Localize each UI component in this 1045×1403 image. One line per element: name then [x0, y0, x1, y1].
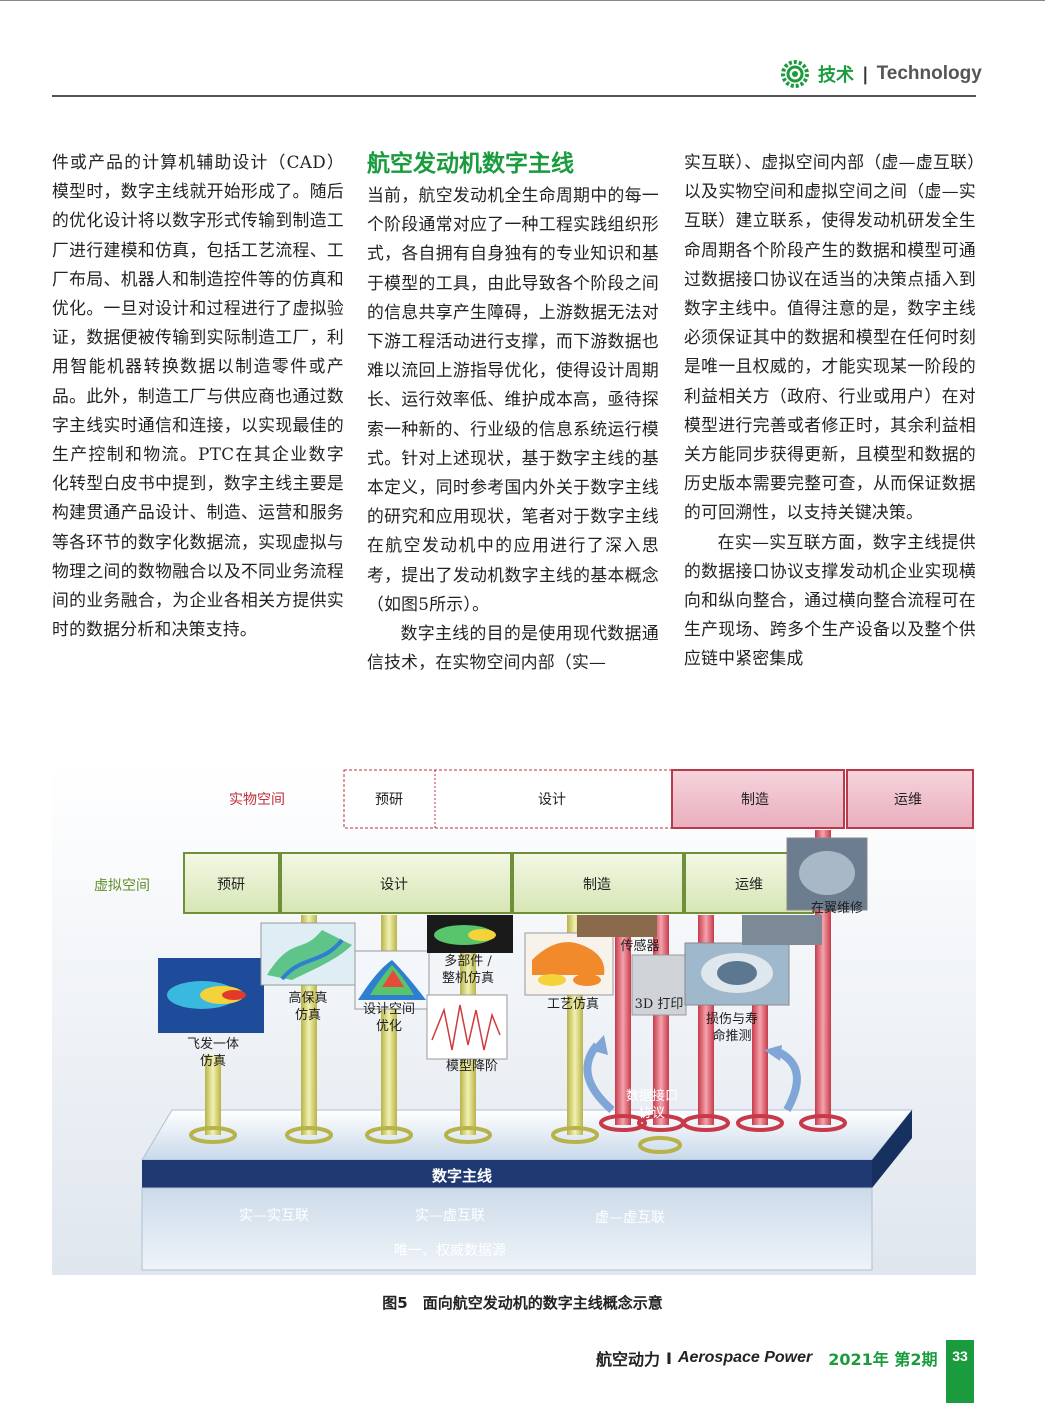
virtual-stage-operation: 运维 — [735, 877, 763, 893]
paragraph: 当前，航空发动机全生命周期中的每一个阶段通常对应了一种工程实践组织形式，各自拥有… — [367, 185, 659, 614]
pillar-label-2a: 高保真 — [288, 990, 327, 1006]
digital-thread-figure: 数字主线 实—实互联 实—虚互联 虚—虚互联 唯一、权威数据源 实物空间 预研 … — [52, 765, 976, 1275]
pillar-label-5: 模型降阶 — [446, 1059, 498, 1074]
digital-thread-bar — [142, 1160, 872, 1188]
physical-stage-box-manufacture — [671, 769, 845, 829]
pillar-label-3a: 设计空间 — [363, 1002, 415, 1017]
header-separator: | — [862, 63, 869, 85]
virtual-stage-manufacture: 制造 — [583, 877, 611, 893]
platform-base — [141, 1187, 873, 1271]
figure-caption: 图5 面向航空发动机的数字主线概念示意 — [382, 1294, 663, 1312]
journal-name-cn: 航空动力 — [596, 1350, 661, 1369]
thumb-high-fidelity-sim: 高保真 仿真 — [260, 922, 356, 1023]
pillar-label-10: 在翼维修 — [811, 901, 863, 916]
page-footer: 航空动力 I Aerospace Power 2021年 第2期 — [596, 1346, 938, 1370]
interface-label-a: 数据接口 — [626, 1088, 678, 1104]
physical-stage-operation: 运维 — [894, 792, 922, 808]
pillar-label-2b: 仿真 — [295, 1008, 321, 1023]
base-label-real-real: 实—实互联 — [239, 1208, 309, 1224]
thumb-model-reduction: 模型降阶 — [426, 994, 508, 1074]
page-number-box: 33 — [946, 1340, 974, 1403]
journal-name-en: Aerospace Power — [677, 1349, 813, 1366]
section-header: 技术 | Technology — [780, 60, 982, 88]
top-border — [0, 0, 1045, 1]
header-rule — [52, 95, 976, 97]
section-name-cn: 技术 — [818, 65, 854, 86]
gear-logo-icon — [781, 60, 809, 88]
base-label-real-virtual: 实—虚互联 — [415, 1208, 485, 1224]
virtual-stage-box-research — [183, 852, 280, 914]
virtual-stage-design: 设计 — [380, 877, 408, 893]
pillar-label-7: 传感器 — [620, 938, 659, 954]
paragraph: 件或产品的计算机辅助设计（CAD）模型时，数字主线就开始形成了。随后的优化设计将… — [52, 152, 344, 640]
physical-stage-box-pre-design — [343, 769, 673, 829]
base-label-virtual-virtual: 虚—虚互联 — [595, 1210, 665, 1226]
interface-label-b: 协议 — [639, 1106, 665, 1121]
physical-stage-design: 设计 — [538, 792, 566, 808]
pillar-label-9a: 损伤与寿 — [706, 1012, 758, 1027]
thumb-design-space-optimization: 设计空间 优化 — [354, 950, 430, 1034]
virtual-stage-box-manufacture — [512, 852, 684, 914]
feedback-arrow-left — [583, 1042, 615, 1114]
thumb-process-simulation: 工艺仿真 — [524, 932, 614, 1012]
pillar-label-9b: 命推测 — [712, 1028, 751, 1044]
platform-top — [141, 1109, 914, 1161]
issue-label: 2021年 第2期 — [828, 1350, 938, 1369]
pillar-label-1b: 仿真 — [200, 1054, 226, 1069]
thumb-aero-engine-sim: 飞发一体 仿真 — [158, 958, 264, 1069]
physical-stage-research: 预研 — [375, 792, 403, 808]
section-title: 航空发动机数字主线 — [367, 151, 574, 177]
thumb-sensor: 传感器 — [577, 915, 660, 954]
physical-stage-box-operation — [846, 769, 974, 829]
virtual-stage-box-design — [280, 852, 512, 914]
paragraph: 数字主线的目的是使用现代数据通信技术，在实物空间内部（实— — [367, 623, 659, 673]
page-number: 33 — [952, 1348, 968, 1364]
base-label-authority: 唯一、权威数据源 — [394, 1243, 506, 1259]
pillar-label-6: 工艺仿真 — [547, 997, 599, 1012]
pillar-label-4a: 多部件 / — [444, 953, 492, 969]
text-column-2: 航空发动机数字主线 当前，航空发动机全生命周期中的每一个阶段通常对应了一种工程实… — [367, 148, 659, 677]
pillar-label-1a: 飞发一体 — [187, 1036, 239, 1052]
paragraph: 实互联）、虚拟空间内部（虚—虚互联）以及实物空间和虚拟空间之间（虚—实互联）建立… — [684, 152, 976, 523]
footer-separator: I — [666, 1348, 672, 1368]
text-column-1: 件或产品的计算机辅助设计（CAD）模型时，数字主线就开始形成了。随后的优化设计将… — [52, 148, 344, 644]
feedback-arrow-right — [772, 1046, 801, 1112]
thumb-damage-life-prediction: 损伤与寿 命推测 — [684, 942, 790, 1044]
paragraph: 在实—实互联方面，数字主线提供的数据接口协议支撑发动机企业实现横向和纵向整合，通… — [684, 531, 976, 669]
physical-stage-manufacture: 制造 — [741, 792, 769, 808]
pillar-label-3b: 优化 — [376, 1019, 402, 1034]
virtual-space-label: 虚拟空间 — [94, 878, 150, 894]
pillar-label-8: 3D 打印 — [635, 997, 684, 1012]
thumb-multi-component-sim: 多部件 / 整机仿真 — [427, 915, 513, 986]
thumb-3d-printing: 3D 打印 — [631, 954, 687, 1016]
text-column-3: 实互联）、虚拟空间内部（虚—虚互联）以及实物空间和虚拟空间之间（虚—实互联）建立… — [684, 148, 976, 674]
digital-thread-label: 数字主线 — [432, 1167, 492, 1185]
platform-side — [872, 1110, 912, 1188]
physical-space-label: 实物空间 — [229, 792, 285, 808]
virtual-stage-research: 预研 — [217, 877, 245, 893]
thumb-on-wing-maintenance: 在翼维修 — [742, 837, 868, 945]
section-name-en: Technology — [876, 63, 982, 84]
pillar-label-4b: 整机仿真 — [442, 971, 494, 986]
